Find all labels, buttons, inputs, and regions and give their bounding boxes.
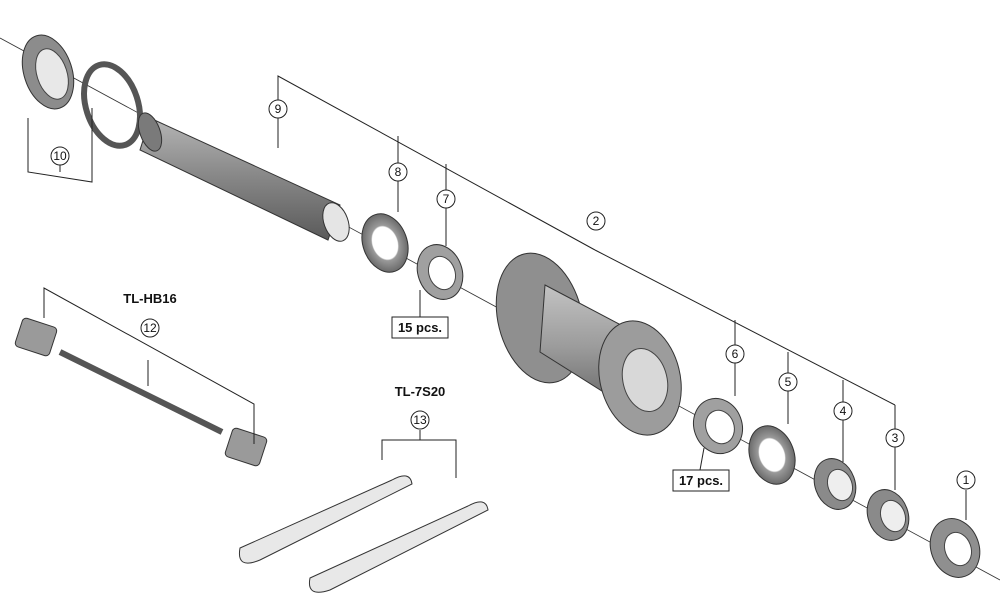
svg-text:13: 13 bbox=[413, 413, 427, 427]
svg-text:7: 7 bbox=[443, 192, 450, 206]
part-10-lockring bbox=[21, 34, 143, 149]
svg-text:2: 2 bbox=[593, 214, 600, 228]
callout-4: 4 bbox=[833, 401, 853, 421]
svg-text:9: 9 bbox=[275, 102, 282, 116]
callout-8: 8 bbox=[388, 162, 408, 182]
part-3-cone bbox=[866, 489, 910, 541]
svg-text:1: 1 bbox=[963, 473, 970, 487]
svg-text:6: 6 bbox=[732, 347, 739, 361]
callout-6: 6 bbox=[725, 344, 745, 364]
callout-2: 2 bbox=[586, 211, 606, 231]
svg-text:10: 10 bbox=[53, 149, 67, 163]
tool-label-7s20: TL-7S20 bbox=[395, 384, 446, 399]
svg-text:4: 4 bbox=[840, 404, 847, 418]
part-8-seal bbox=[361, 213, 409, 273]
svg-text:17 pcs.: 17 pcs. bbox=[679, 473, 723, 488]
svg-text:3: 3 bbox=[892, 431, 899, 445]
tool-label-hb16: TL-HB16 bbox=[123, 291, 176, 306]
callout-1: 1 bbox=[956, 470, 976, 490]
part-7-bearing bbox=[416, 244, 464, 300]
callout-13: 13 bbox=[410, 410, 430, 430]
qty-box-15: 15 pcs. bbox=[391, 316, 449, 339]
svg-text:8: 8 bbox=[395, 165, 402, 179]
svg-text:15 pcs.: 15 pcs. bbox=[398, 320, 442, 335]
part-6-bearing bbox=[692, 397, 744, 455]
callout-9: 9 bbox=[268, 99, 288, 119]
part-2-hub-body bbox=[495, 252, 682, 436]
svg-text:5: 5 bbox=[785, 375, 792, 389]
svg-text:12: 12 bbox=[143, 321, 157, 335]
part-5-seal bbox=[748, 425, 796, 485]
callout-10: 10 bbox=[50, 146, 70, 166]
qty-box-17: 17 pcs. bbox=[672, 469, 730, 492]
part-9-axle bbox=[137, 112, 350, 242]
leader-lines bbox=[27, 75, 967, 520]
part-4-cone bbox=[813, 458, 857, 510]
callout-3: 3 bbox=[885, 428, 905, 448]
callout-7: 7 bbox=[436, 189, 456, 209]
tool-tl-7s20 bbox=[238, 475, 489, 593]
part-1-locknut bbox=[929, 518, 981, 578]
callout-5: 5 bbox=[778, 372, 798, 392]
callout-12: 12 bbox=[140, 318, 160, 338]
tool-tl-hb16 bbox=[14, 317, 268, 467]
